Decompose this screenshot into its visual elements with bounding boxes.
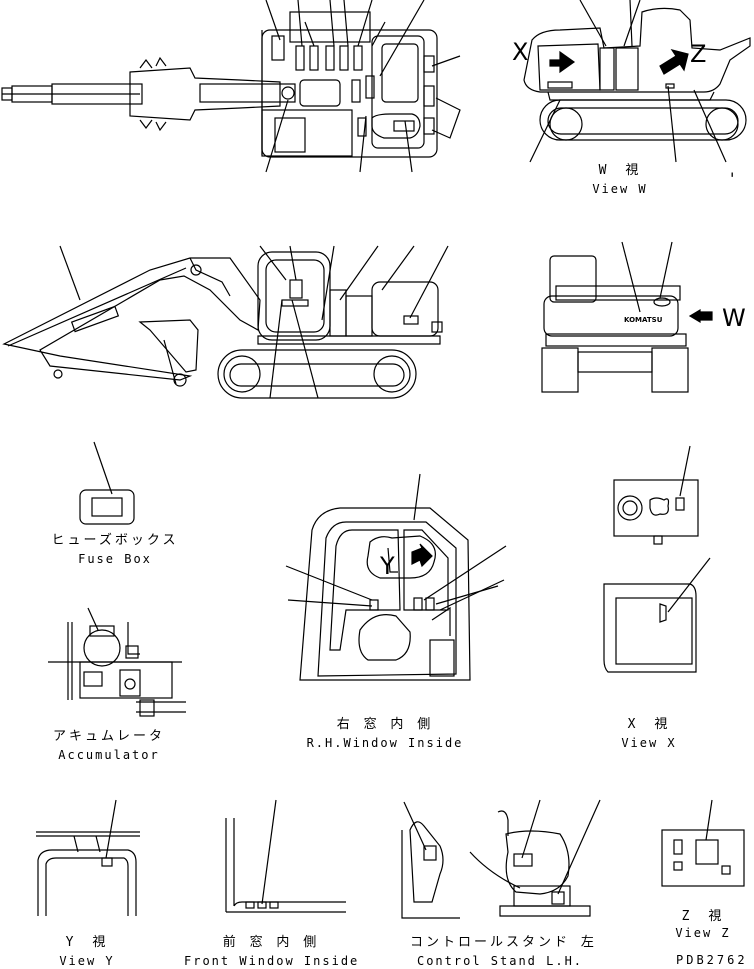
rh-window-caption-en: R.H.Window Inside — [306, 736, 464, 750]
view-z-caption-en: View Z — [675, 926, 731, 940]
view-y-caption-en: View Y — [59, 954, 115, 968]
view-z-caption-jp: Z 視 — [681, 909, 725, 924]
marker-z-label: Z — [690, 40, 706, 68]
marker-w-label: W — [722, 304, 746, 332]
front-window-inside-drawing — [225, 799, 346, 913]
view-w-side-view — [523, 0, 751, 163]
control-stand-caption-jp: コントロールスタンド 左 — [410, 935, 597, 950]
view-w-caption-jp: W 視 — [598, 163, 642, 178]
tick-mark: ' — [730, 169, 734, 188]
accumulator-caption-jp: アキュムレータ — [52, 729, 165, 744]
view-y-caption-jp: Y 視 — [65, 935, 109, 950]
view-x-drawing — [603, 445, 711, 673]
fuse-box-caption-en: Fuse Box — [78, 552, 152, 566]
excavator-rear-view: KOMATSU — [541, 241, 713, 393]
view-w-caption-en: View W — [592, 182, 648, 196]
drawing-code: PDB2762 — [676, 953, 748, 967]
view-z-drawing — [661, 799, 745, 887]
marker-y-label: Y — [379, 552, 395, 580]
excavator-side-view — [2, 245, 449, 399]
fuse-box-drawing — [79, 441, 135, 525]
view-x-caption-jp: X 視 — [627, 717, 671, 732]
excavator-top-view — [1, 0, 461, 173]
accumulator-caption-en: Accumulator — [58, 748, 160, 762]
rh-window-inside-drawing — [285, 473, 507, 681]
rh-window-caption-jp: 右 窓 内 側 — [336, 717, 434, 732]
marker-x-label: X — [512, 38, 528, 66]
front-window-caption-jp: 前 窓 内 側 — [222, 935, 320, 950]
front-window-caption-en: Front Window Inside — [184, 954, 360, 968]
brand-mark: KOMATSU — [624, 316, 663, 324]
control-stand-caption-en: Control Stand L.H. — [416, 954, 584, 968]
view-x-caption-en: View X — [621, 736, 677, 750]
accumulator-drawing — [48, 607, 186, 717]
fuse-box-caption-jp: ヒューズボックス — [51, 533, 179, 548]
view-y-drawing — [36, 799, 140, 916]
control-stand-drawing — [401, 799, 601, 919]
